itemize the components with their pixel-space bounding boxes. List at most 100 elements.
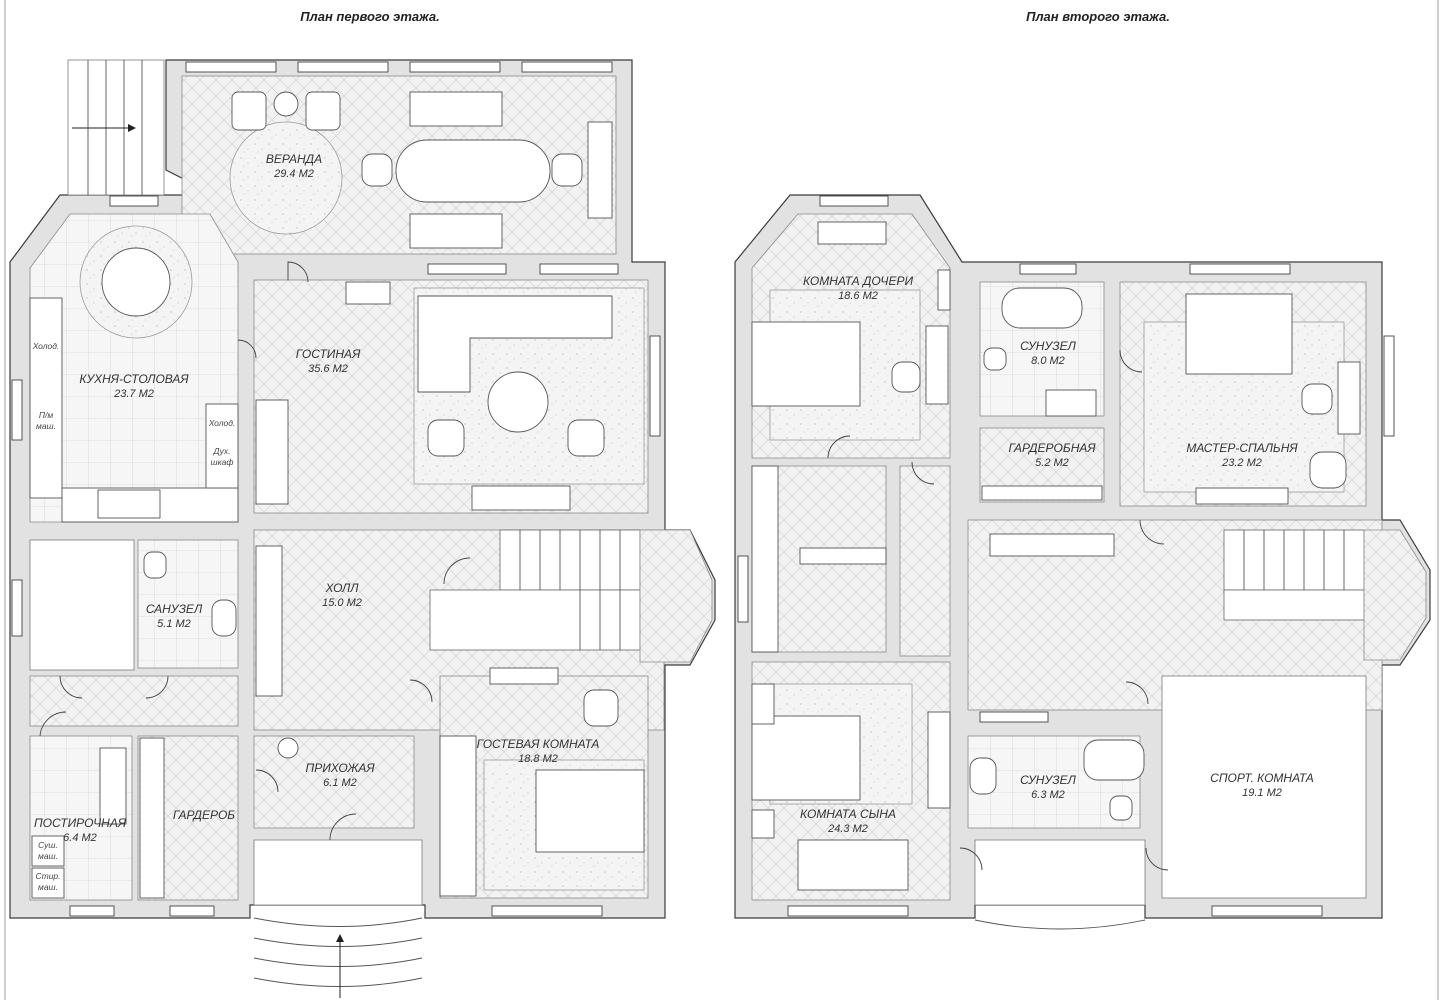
oven-label: Дух. [213, 446, 231, 456]
room-area-dressing: 5.2 М2 [1035, 457, 1069, 469]
bath2-tub [1083, 739, 1145, 781]
second-floor-title: План второго этажа. [1026, 9, 1170, 24]
bath2-sink [969, 757, 997, 795]
veranda-rug [229, 121, 343, 235]
tv-console [471, 485, 571, 511]
veranda-sofa-bottom [409, 213, 503, 249]
room-name-son: КОМНАТА СЫНА [800, 807, 896, 821]
coffee-table [487, 371, 549, 433]
toilet [143, 551, 167, 579]
corridor-floor [29, 675, 239, 727]
veranda-cabinet [587, 121, 613, 219]
hall-cabinet [255, 545, 283, 697]
veranda-sofa-top [409, 91, 503, 127]
bath1-vanity [1045, 389, 1097, 417]
living-armchair [427, 419, 465, 457]
room-name-veranda: ВЕРАНДА [266, 152, 322, 166]
kitchen-counter [29, 297, 63, 499]
daughter-chair [891, 361, 921, 393]
room-area-hall: 15.0 М2 [322, 597, 362, 609]
balcony-edge [974, 919, 1146, 930]
living-desk [345, 281, 391, 305]
daughter-desk [817, 221, 887, 245]
hall2-bay [1363, 529, 1427, 661]
wardrobe-rack [139, 737, 165, 899]
second-floor-plan [734, 194, 1431, 930]
washer-label: Стир. [35, 871, 60, 881]
first-floor-doors [39, 261, 471, 841]
cooktop [97, 489, 161, 519]
room-name-laundry: ПОСТИРОЧНАЯ [34, 816, 127, 830]
stair2-upper [1223, 529, 1365, 591]
first-floor-title: План первого этажа. [300, 9, 439, 24]
guest-armchair [583, 689, 619, 727]
room-name-daughter: КОМНАТА ДОЧЕРИ [803, 274, 913, 288]
porch [253, 839, 423, 906]
dishwasher-label: П/м [39, 410, 54, 420]
kitchen-table [101, 247, 171, 317]
sport-floor [1161, 675, 1367, 899]
hall-bay [639, 529, 713, 663]
room-area-laundry: 6.4 М2 [63, 832, 97, 844]
room-area-daughter: 18.6 М2 [838, 290, 878, 302]
room-name-wardrobe: ГАРДЕРОБ [173, 808, 235, 822]
fridge-left-label: Холод. [32, 341, 60, 351]
master-tv-unit [1195, 487, 1289, 505]
living-cabinet [255, 399, 289, 505]
stair2-lower [1223, 589, 1365, 621]
first-floor-windows [11, 61, 661, 917]
kitchen-tall-units [205, 403, 239, 489]
second-floor-windows [737, 195, 1395, 917]
room-name-guest: ГОСТЕВАЯ КОМНАТА [477, 737, 600, 751]
guest-bed [535, 769, 645, 853]
master-chair [1301, 383, 1333, 415]
room-name-bath: САНУЗЕЛ [146, 602, 203, 616]
dryer-label-2: маш. [38, 851, 58, 861]
bathtub [1001, 287, 1083, 329]
room-area-master: 23.2 М2 [1221, 457, 1262, 469]
first-floor-plan: Холод. П/м маш. Холод. Дух. шкаф [9, 59, 716, 998]
fridge-right-label: Холод. [208, 418, 236, 428]
veranda-armchair [305, 91, 341, 131]
veranda-armchair [231, 91, 267, 131]
room-area-bath1: 8.0 М2 [1031, 355, 1065, 367]
dishwasher-label-2: маш. [36, 421, 56, 431]
room-area-bath2: 6.3 М2 [1031, 789, 1065, 801]
master-bed [1185, 293, 1293, 375]
room-area-son: 24.3 М2 [827, 823, 868, 835]
bath1-toilet [983, 347, 1007, 371]
closet-shelf [799, 547, 887, 565]
daughter-shelf [937, 269, 951, 311]
room-area-bath: 5.1 М2 [157, 618, 191, 630]
dryer-label: Суш. [38, 840, 58, 850]
entry-stool [277, 737, 299, 759]
porch-steps [253, 917, 423, 987]
son-dresser [927, 711, 951, 809]
living-sofa [417, 295, 613, 393]
oven-label-2: шкаф [211, 457, 234, 467]
room-area-living: 35.6 М2 [308, 363, 348, 375]
dryer [31, 835, 65, 867]
room-name-hall: ХОЛЛ [325, 581, 360, 595]
son-shelf [751, 683, 775, 725]
son-bed [751, 715, 861, 801]
daughter-dresser [925, 325, 949, 405]
washer-label-2: маш. [38, 882, 58, 892]
master-dresser [1337, 361, 1361, 435]
room-area-entry: 6.1 М2 [323, 777, 357, 789]
veranda-side-table [273, 91, 299, 117]
hall2-bench [989, 533, 1115, 557]
stair-lower [429, 589, 641, 651]
room-name-bath2: СУНУЗЕЛ [1020, 773, 1077, 787]
room-name-sport: СПОРТ. КОМНАТА [1210, 771, 1314, 785]
living-armchair [567, 419, 605, 457]
room-name-master: МАСТЕР-СПАЛЬНЯ [1186, 441, 1298, 455]
stair-upper [499, 529, 641, 591]
room-area-guest: 18.8 М2 [518, 753, 558, 765]
guest-shelf [489, 667, 559, 685]
storage-room [29, 539, 135, 671]
room-area-sport: 19.1 М2 [1242, 787, 1282, 799]
balcony [974, 839, 1146, 906]
